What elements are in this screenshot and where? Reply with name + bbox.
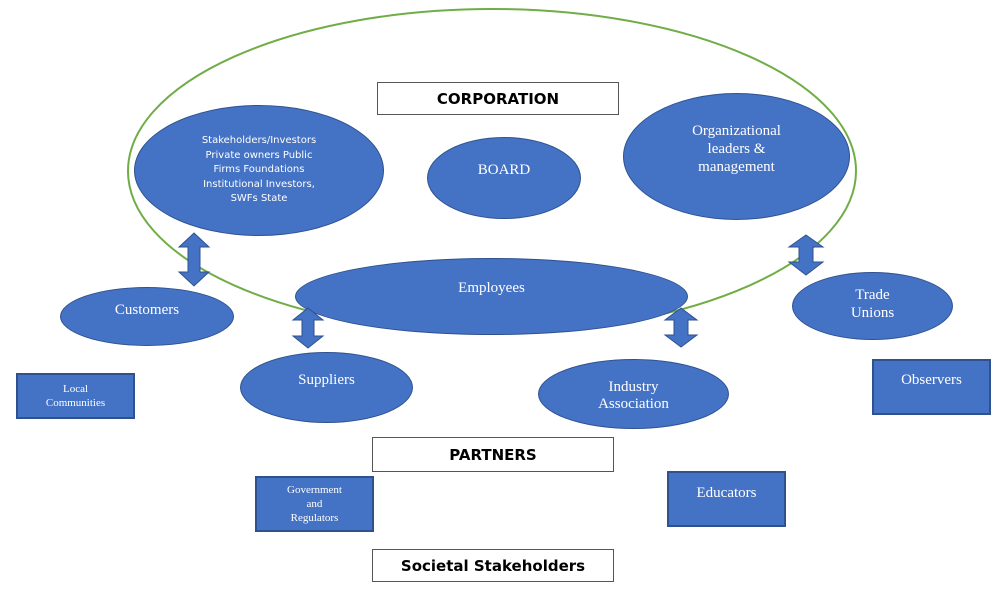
government-regulators-text: Government and Regulators [287, 484, 342, 524]
government-regulators-node: Government and Regulators [255, 476, 374, 532]
org-leaders-node: Organizational leaders & management [623, 93, 850, 220]
industry-association-node: Industry Association [538, 359, 729, 429]
double-arrow-icon-stakeholders-customers [177, 232, 211, 287]
double-arrow-icon-employees-industry [663, 307, 699, 348]
trade-unions-node: Trade Unions [792, 272, 953, 340]
observers-text: Observers [901, 372, 962, 388]
partners-label: PARTNERS [372, 437, 614, 472]
local-communities-node: Local Communities [16, 373, 135, 419]
board-text: BOARD [477, 161, 531, 178]
observers-node: Observers [872, 359, 991, 415]
corporation-label: CORPORATION [377, 82, 619, 115]
double-arrow-icon-employees-suppliers [291, 307, 325, 349]
suppliers-node: Suppliers [240, 352, 413, 423]
stakeholders-investors-node: Stakeholders/Investors Private owners Pu… [134, 105, 384, 236]
org-leaders-text: Organizational leaders & management [692, 122, 781, 175]
customers-text: Customers [114, 302, 180, 318]
double-arrow-icon-leaders-unions [787, 234, 825, 276]
stakeholders-investors-text: Stakeholders/Investors Private owners Pu… [201, 135, 317, 205]
trade-unions-text: Trade Unions [850, 287, 895, 321]
employees-text: Employees [458, 279, 525, 296]
industry-association-text: Industry Association [598, 379, 669, 412]
local-communities-text: Local Communities [45, 383, 106, 409]
educators-text: Educators [696, 485, 757, 501]
educators-node: Educators [667, 471, 786, 527]
suppliers-text: Suppliers [298, 372, 355, 388]
customers-node: Customers [60, 287, 234, 346]
societal-stakeholders-label: Societal Stakeholders [372, 549, 614, 582]
employees-node: Employees [295, 258, 688, 335]
board-node: BOARD [427, 137, 581, 219]
